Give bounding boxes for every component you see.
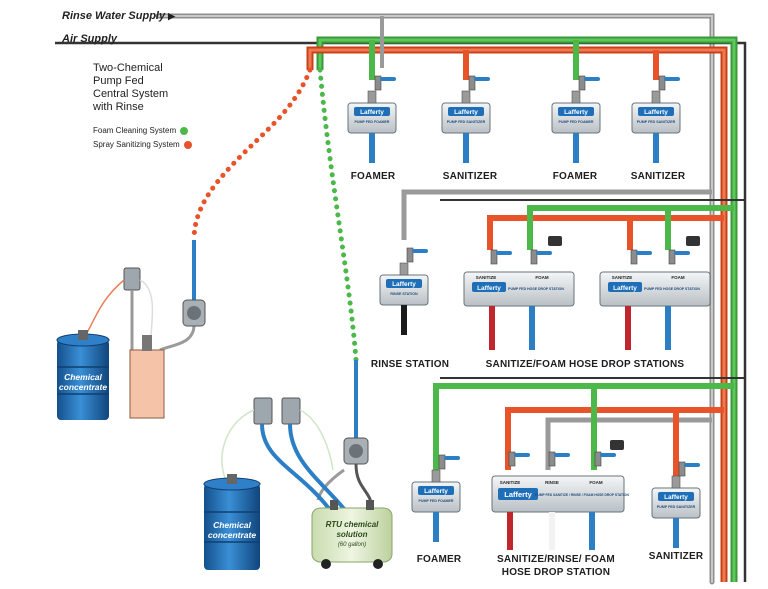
rinse-water-supply-line [155, 13, 715, 585]
valve-handle-icon [438, 454, 460, 470]
station-subtitle: PUMP FED FOAMER [558, 120, 593, 124]
upper-pump-assembly [83, 240, 206, 419]
rtu-tank [311, 500, 393, 569]
valve-handle-icon [530, 249, 552, 265]
drum-lower-label: Chemical concentrate [207, 520, 257, 540]
tag-left: SANITIZE [476, 275, 497, 280]
valve-handle-icon [594, 451, 616, 467]
top-station-label-1: FOAMER [350, 171, 396, 182]
combo-tag: RINSE [545, 480, 559, 485]
station-subtitle: PUMP FED FOAMER [418, 499, 453, 503]
station-subtitle: PUMP FED HOSE DROP STATION [508, 287, 564, 291]
green-dotted-line [317, 67, 359, 363]
valve-handle-icon [578, 75, 600, 91]
combo-tag: SANITIZE [500, 480, 521, 485]
gauge-icon [610, 440, 624, 450]
brand-plate [418, 486, 454, 495]
station-subtitle: PUMP FED SANITIZER [637, 120, 676, 124]
brand-logo: Lafferty [477, 285, 501, 292]
orange-dot-icon [183, 140, 192, 149]
drum-lower [203, 474, 261, 570]
drum-upper [56, 330, 110, 420]
brand-plate [448, 107, 484, 116]
bottom-foamer-label: FOAMER [416, 554, 462, 565]
combo-station-label: SANITIZE/RINSE/ FOAM HOSE DROP STATION [497, 554, 615, 578]
brand-logo: Lafferty [504, 490, 532, 499]
valve-handle-icon [468, 75, 490, 91]
green-foam-header [316, 36, 738, 582]
orange-spray-header [306, 46, 728, 582]
green-dot-icon [180, 126, 189, 135]
hose-drop-unit-2: SANITIZE FOAM Lafferty PUMP FED HOSE DROP S… [599, 271, 711, 350]
legend-spray: Spray Sanitizing System [93, 140, 192, 149]
legend-foam: Foam Cleaning System [93, 126, 189, 135]
gauge-icon [686, 236, 700, 246]
valve-handle-icon [678, 461, 700, 477]
rinse-water-supply-label: Rinse Water Supply ▶ [62, 10, 176, 22]
valve-handle-icon [658, 75, 680, 91]
top-station-label-2: SANITIZER [442, 171, 498, 182]
brand-logo: Lafferty [564, 109, 588, 116]
rinse-station-label: RINSE STATION [370, 359, 450, 370]
brand-plate [558, 107, 594, 116]
tag-right: FOAM [535, 275, 548, 280]
orange-dotted-line [191, 67, 313, 243]
station-subtitle: PUMP FED HOSE DROP STATION [644, 287, 700, 291]
station-subtitle: RINSE STATION [390, 292, 418, 296]
valve-handle-icon [668, 249, 690, 265]
drum-upper-label: Chemical concentrate [58, 372, 108, 392]
arrow-right-icon: ▶ [168, 11, 176, 21]
system-title: Two-Chemical Pump Fed Central System wit… [93, 62, 169, 113]
brand-logo: Lafferty [392, 281, 416, 288]
brand-logo: Lafferty [644, 109, 668, 116]
valve-handle-icon [508, 451, 530, 467]
valve-handle-icon [490, 249, 512, 265]
station-subtitle: PUMP FED FOAMER [354, 120, 389, 124]
valve-handle-icon [374, 75, 396, 91]
brand-logo: Lafferty [424, 488, 448, 495]
brand-plate [386, 279, 422, 288]
rtu-tank-label: RTU chemical solution [325, 520, 379, 539]
hose-drop-unit-1: SANITIZE FOAM Lafferty PUMP FED HOSE DROP S… [463, 271, 575, 350]
station-subtitle: PUMP FED SANITIZE / RINSE / FOAM HOSE DR… [535, 493, 629, 497]
station-subtitle: PUMP FED SANITIZER [447, 120, 486, 124]
top-station-drops [369, 16, 659, 80]
top-station-label-4: SANITIZER [630, 171, 686, 182]
tag-left: SANITIZE [612, 275, 633, 280]
top-station-label-3: FOAMER [552, 171, 598, 182]
air-supply-label: Air Supply [62, 33, 118, 45]
valve-handle-icon [548, 451, 570, 467]
brand-plate [354, 107, 390, 116]
valve-handle-icon [630, 249, 652, 265]
valve-handle-icon [406, 247, 428, 263]
bottom-sanitizer-label: SANITIZER [648, 551, 704, 562]
combo-tag: FOAM [589, 480, 602, 485]
station-subtitle: PUMP FED SANITIZER [657, 505, 696, 509]
brand-logo: Lafferty [664, 494, 688, 501]
brand-logo: Lafferty [454, 109, 478, 116]
brand-plate [658, 492, 694, 501]
tag-right: FOAM [671, 275, 684, 280]
middle-header [401, 189, 745, 250]
gauge-icon [548, 236, 562, 246]
brand-logo: Lafferty [360, 109, 384, 116]
hose-drop-stations-label: SANITIZE/FOAM HOSE DROP STATIONS [485, 359, 685, 370]
brand-plate [638, 107, 674, 116]
rtu-capacity: (60 gallon) [337, 542, 367, 548]
air-supply-line [55, 41, 747, 582]
brand-logo: Lafferty [613, 285, 637, 292]
bottom-header [433, 377, 745, 480]
